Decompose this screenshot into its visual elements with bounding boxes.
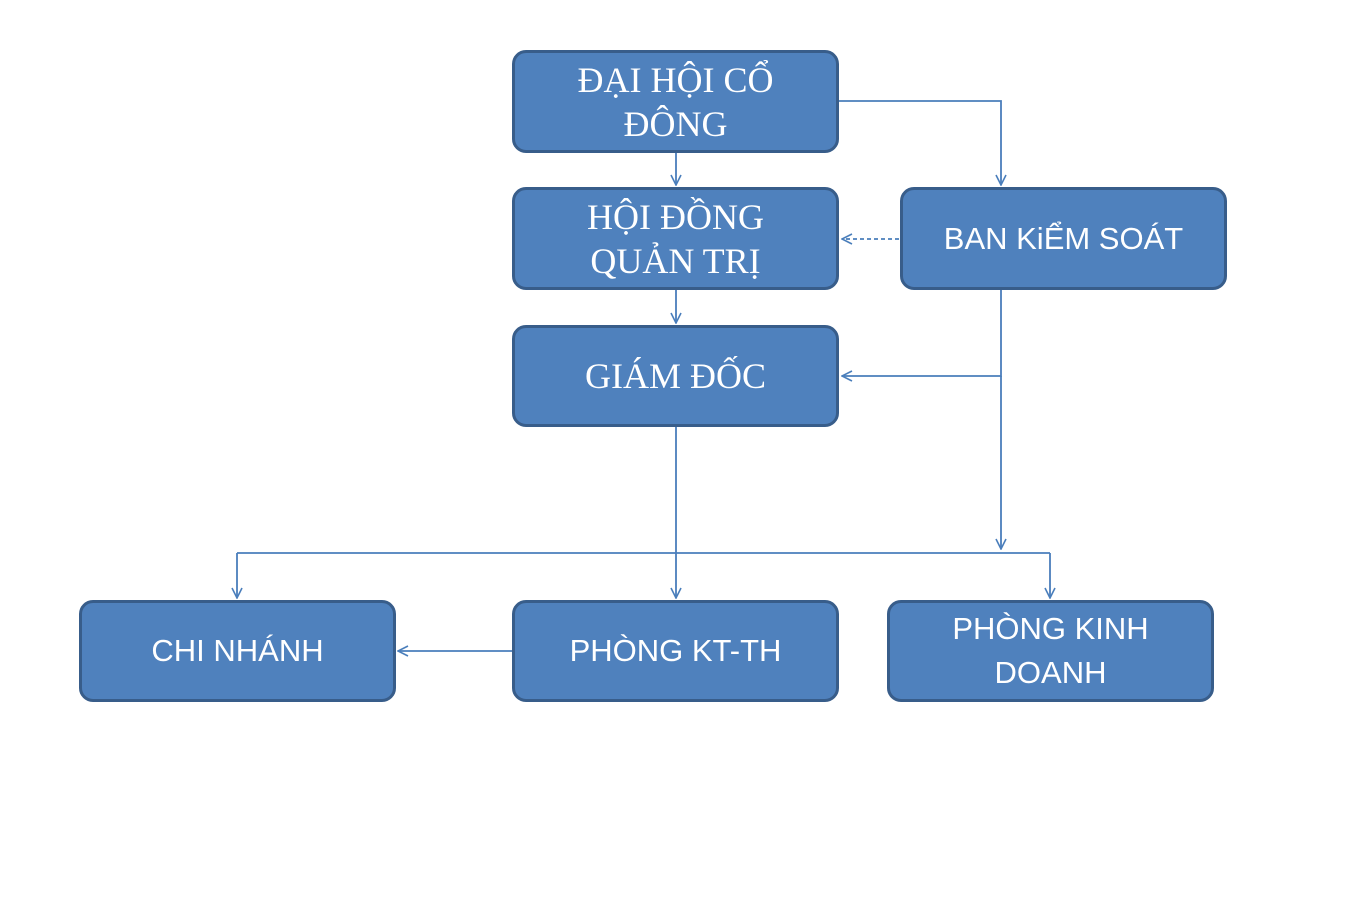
label-phong-kt-th: PHÒNG KT-TH xyxy=(569,633,782,668)
box-chi-nhanh: CHI NHÁNH xyxy=(79,600,396,702)
box-dai-hoi-co-dong: ĐẠI HỘI CỔ ĐÔNG xyxy=(512,50,839,153)
box-giam-doc: GIÁM ĐỐC xyxy=(512,325,839,427)
box-hoi-dong-quan-tri: HỘI ĐỒNG QUẢN TRỊ xyxy=(512,187,839,290)
label-giam-doc: GIÁM ĐỐC xyxy=(584,356,766,396)
label-dai-hoi-co-dong: ĐẠI HỘI CỔ ĐÔNG xyxy=(577,59,774,144)
box-phong-kt-th: PHÒNG KT-TH xyxy=(512,600,839,702)
box-phong-kinh-doanh: PHÒNG KINH DOANH xyxy=(887,600,1214,702)
connector-bks-gd xyxy=(842,290,1002,376)
label-hoi-dong-quan-tri: HỘI ĐỒNG QUẢN TRỊ xyxy=(587,196,764,281)
connector-dhcd-bks xyxy=(839,100,1001,185)
label-phong-kinh-doanh: PHÒNG KINH DOANH xyxy=(952,611,1149,690)
label-chi-nhanh: CHI NHÁNH xyxy=(151,633,324,668)
label-ban-kiem-soat: BAN KiỂM SOÁT xyxy=(943,220,1184,256)
box-ban-kiem-soat: BAN KiỂM SOÁT xyxy=(900,187,1227,290)
